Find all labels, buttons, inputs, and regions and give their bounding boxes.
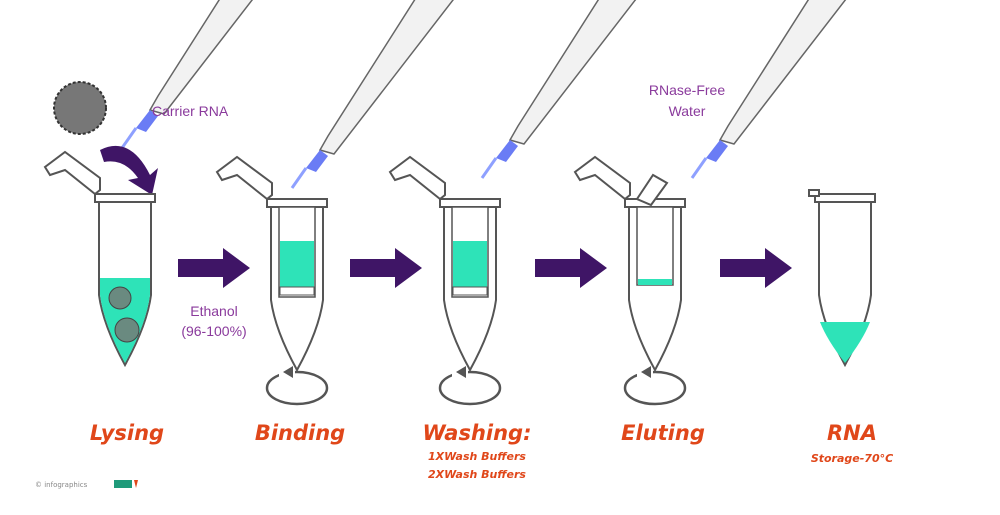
spin-icon <box>623 364 687 406</box>
curved-arrow-icon <box>100 145 158 195</box>
carrier-rna-icon <box>53 81 107 135</box>
tube-rna <box>808 189 876 368</box>
tube-binding <box>216 156 328 371</box>
tube-eluting <box>574 156 686 371</box>
step-label-washing: Washing: <box>423 421 532 445</box>
ethanol-concentration: (96-100%) <box>181 323 246 339</box>
spin-icon <box>265 364 329 406</box>
arrow-icon <box>178 248 250 288</box>
step-label-binding: Binding <box>255 421 345 445</box>
step-label-eluting: Eluting <box>621 421 705 445</box>
pipette-icon <box>480 0 662 180</box>
step-label-lysing: Lysing <box>90 421 164 445</box>
water-label: RNase-Free <box>649 82 725 98</box>
washing-sub-2: 2XWash Buffers <box>428 468 526 481</box>
tube-lysing <box>44 151 156 366</box>
pipette-icon <box>290 0 472 190</box>
tube-washing <box>389 156 501 371</box>
spin-icon <box>438 364 502 406</box>
credit-text: © infographics <box>35 481 88 489</box>
carrier-rna-label: Carrier RNA <box>152 103 229 119</box>
step-label-rna: RNA <box>827 421 877 445</box>
water-label-2: Water <box>669 103 706 119</box>
arrow-icon <box>535 248 607 288</box>
pipette-icon <box>120 0 302 150</box>
arrow-icon <box>720 248 792 288</box>
ethanol-label: Ethanol <box>190 303 237 319</box>
rna-storage: Storage-70°C <box>811 452 893 465</box>
washing-sub-1: 1XWash Buffers <box>428 450 526 463</box>
arrow-icon <box>350 248 422 288</box>
logo <box>114 480 138 488</box>
